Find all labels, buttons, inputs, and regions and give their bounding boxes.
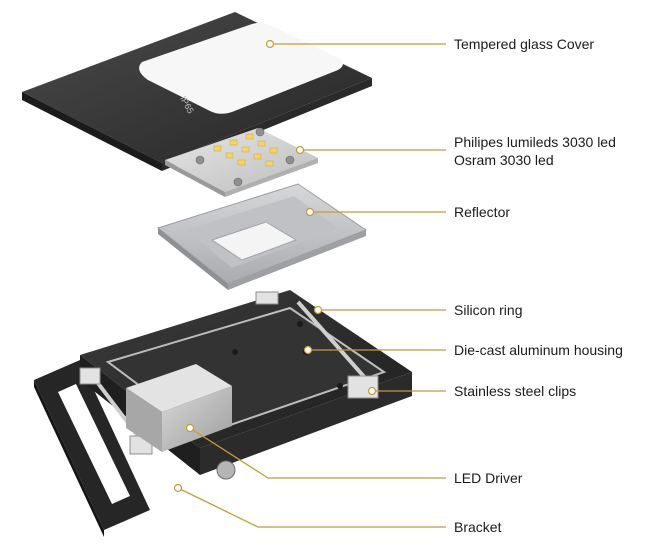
glass-cover-part: IP65 (22, 12, 372, 171)
reflector-part (156, 183, 368, 290)
label-reflector: Reflector (454, 204, 511, 220)
label-driver: LED Driver (454, 470, 523, 486)
label-glass-cover: Tempered glass Cover (454, 36, 595, 52)
label-clips: Stainless steel clips (454, 383, 577, 399)
led-driver-box (126, 364, 232, 452)
housing-part (34, 290, 412, 537)
pcb-screws (195, 127, 295, 187)
label-led-line1: Philipes lumileds 3030 led (454, 134, 616, 150)
label-housing: Die-cast aluminum housing (454, 342, 623, 358)
label-bracket: Bracket (454, 519, 502, 535)
leader-lines (177, 43, 446, 528)
leader-bracket (177, 487, 446, 528)
led-board-part (165, 127, 318, 197)
label-silicon-ring: Silicon ring (454, 302, 523, 318)
label-led-line2: Osram 3030 led (454, 152, 554, 168)
leader-driver (189, 427, 446, 479)
callout-dots (173, 39, 377, 493)
led-chips (213, 133, 278, 167)
cable-gland (216, 460, 236, 480)
